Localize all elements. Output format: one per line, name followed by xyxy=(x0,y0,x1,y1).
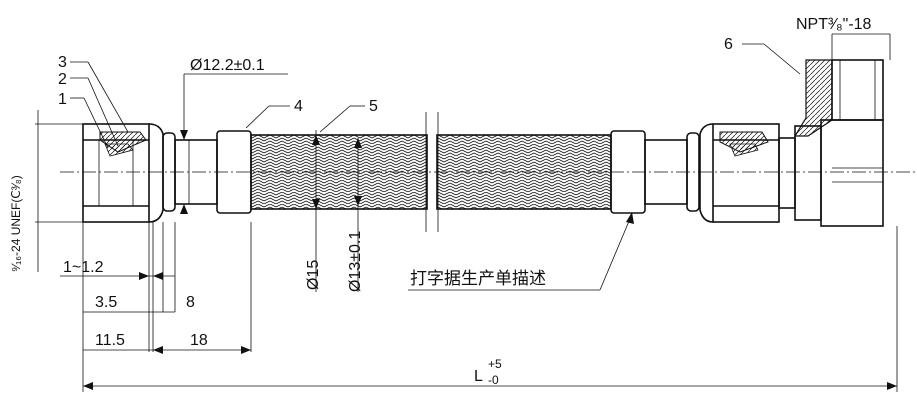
dim-thread-left xyxy=(35,110,83,272)
part-label-3: 3 xyxy=(58,54,67,71)
dim-thread-right-label: NPT³⁄₈"-18 xyxy=(796,16,872,33)
dim-d12-2 xyxy=(180,73,288,214)
dim-thread-left-label: ⁹⁄₁₆-24 UNEF(Ⅽ³⁄₈) xyxy=(9,175,23,272)
dim-3-5-label: 3.5 xyxy=(95,294,117,311)
part-label-leaders xyxy=(70,43,801,149)
part-label-2: 2 xyxy=(58,71,67,88)
dim-horizontal-lines xyxy=(60,222,898,392)
part-label-6: 6 xyxy=(724,36,733,53)
dim-overall-tol-upper: +5 xyxy=(488,357,502,371)
part-label-5: 5 xyxy=(369,98,378,115)
print-note-label: 打字据生产单描述 xyxy=(410,269,546,289)
dim-d15-label: Ø15 xyxy=(305,260,322,290)
dim-d12-2-label: Ø12.2±0.1 xyxy=(190,57,265,74)
dim-overall-L-label: L xyxy=(474,368,483,385)
right-sleeve xyxy=(610,130,700,214)
dim-d13-label: Ø13±0.1 xyxy=(347,231,364,292)
dim-8-label: 8 xyxy=(186,294,195,311)
right-nut xyxy=(699,123,780,223)
part-label-1: 1 xyxy=(58,91,67,108)
dim-thread-right xyxy=(831,33,891,60)
dim-gap-label: 1~1.2 xyxy=(63,259,104,276)
dim-11-5-label: 11.5 xyxy=(95,332,125,349)
dim-hose-diameters xyxy=(312,130,362,292)
left-nut xyxy=(82,123,164,223)
braided-hose xyxy=(250,112,612,232)
dim-18-label: 18 xyxy=(190,332,208,349)
elbow-fitting xyxy=(778,59,884,227)
print-note-leader xyxy=(408,212,634,291)
part-label-4: 4 xyxy=(294,98,303,115)
dim-overall-tol-lower: -0 xyxy=(488,373,499,387)
